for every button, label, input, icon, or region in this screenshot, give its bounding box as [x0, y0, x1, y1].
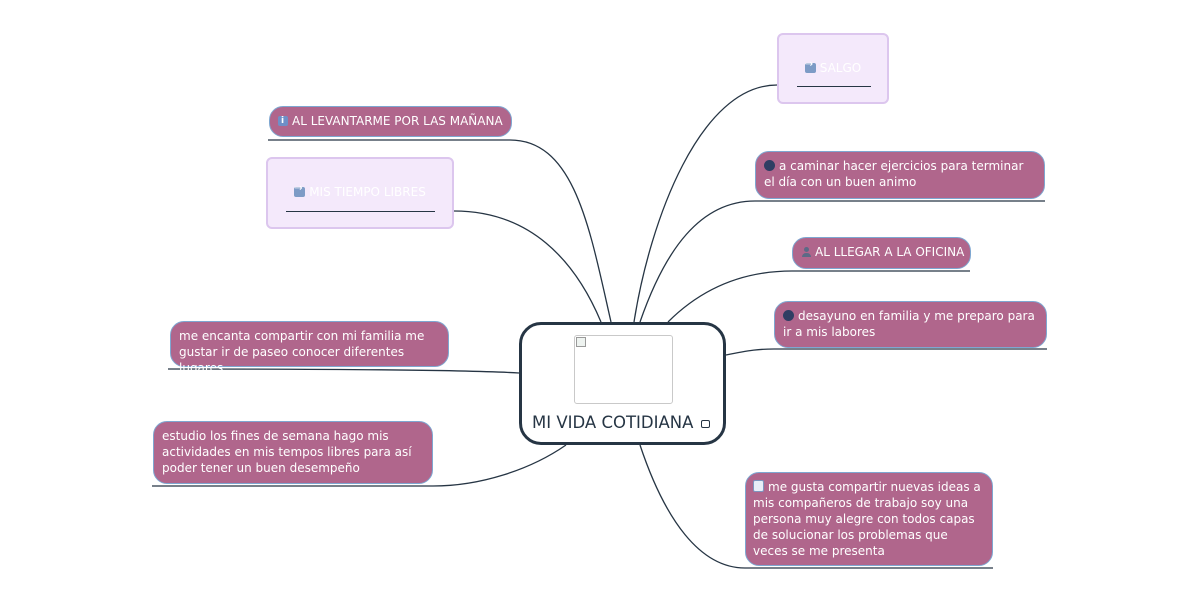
- topic-mis-tiempo-libres[interactable]: MIS TIEMPO LIBRES: [266, 157, 454, 229]
- link-desayuno: [725, 348, 1047, 356]
- arrow-right-icon: [294, 183, 306, 197]
- topic-label: estudio los fines de semana hago mis act…: [162, 429, 412, 475]
- person-icon: [801, 247, 811, 257]
- topic-caminar[interactable]: a caminar hacer ejercicios para terminar…: [755, 151, 1045, 199]
- arrow-right-icon: [804, 59, 816, 73]
- topic-familia[interactable]: me encanta compartir con mi familia me g…: [170, 321, 449, 375]
- link-estudio: [152, 444, 567, 487]
- ghost-label-row: SALGO: [779, 59, 887, 75]
- link-caminar: [639, 200, 1045, 323]
- topic-label: AL LLEGAR A LA OFICINA: [815, 245, 965, 259]
- dark-dot-icon: [783, 310, 794, 321]
- link-oficina: [667, 270, 970, 323]
- topic-estudio[interactable]: estudio los fines de semana hago mis act…: [153, 421, 433, 484]
- link-salgo: [633, 84, 778, 323]
- underline: [797, 86, 871, 87]
- info-icon: [278, 113, 288, 129]
- topic-label: desayuno en familia y me preparo para ir…: [783, 309, 1035, 339]
- topic-al-levantarme[interactable]: AL LEVANTARME POR LAS MAÑANA: [269, 106, 512, 137]
- central-image: [574, 335, 673, 404]
- link-al-levantarme: [268, 139, 612, 323]
- topic-desayuno[interactable]: desayuno en familia y me preparo para ir…: [774, 301, 1047, 348]
- topic-label: AL LEVANTARME POR LAS MAÑANA: [292, 114, 503, 128]
- link-familia: [167, 368, 520, 374]
- topic-label: me encanta compartir con mi familia me g…: [179, 329, 425, 375]
- topic-label: SALGO: [819, 61, 862, 75]
- central-topic[interactable]: MI VIDA COTIDIANA: [519, 322, 726, 445]
- underline: [286, 211, 435, 212]
- dark-dot-icon: [764, 160, 775, 171]
- topic-ideas[interactable]: me gusta compartir nuevas ideas a mis co…: [745, 472, 993, 566]
- topic-label: MIS TIEMPO LIBRES: [309, 185, 426, 199]
- image-icon[interactable]: [701, 420, 710, 428]
- broken-image-icon: [576, 337, 586, 347]
- topic-oficina[interactable]: AL LLEGAR A LA OFICINA: [792, 237, 971, 269]
- topic-label: me gusta compartir nuevas ideas a mis co…: [753, 480, 981, 558]
- link-mis-tiempo-libres: [453, 210, 602, 323]
- link-ideas: [639, 444, 993, 569]
- central-title: MI VIDA COTIDIANA: [532, 413, 694, 432]
- topic-salgo[interactable]: SALGO: [777, 33, 889, 104]
- note-icon: [753, 480, 764, 492]
- ghost-label-row: MIS TIEMPO LIBRES: [268, 183, 452, 199]
- topic-label: a caminar hacer ejercicios para terminar…: [764, 159, 1024, 189]
